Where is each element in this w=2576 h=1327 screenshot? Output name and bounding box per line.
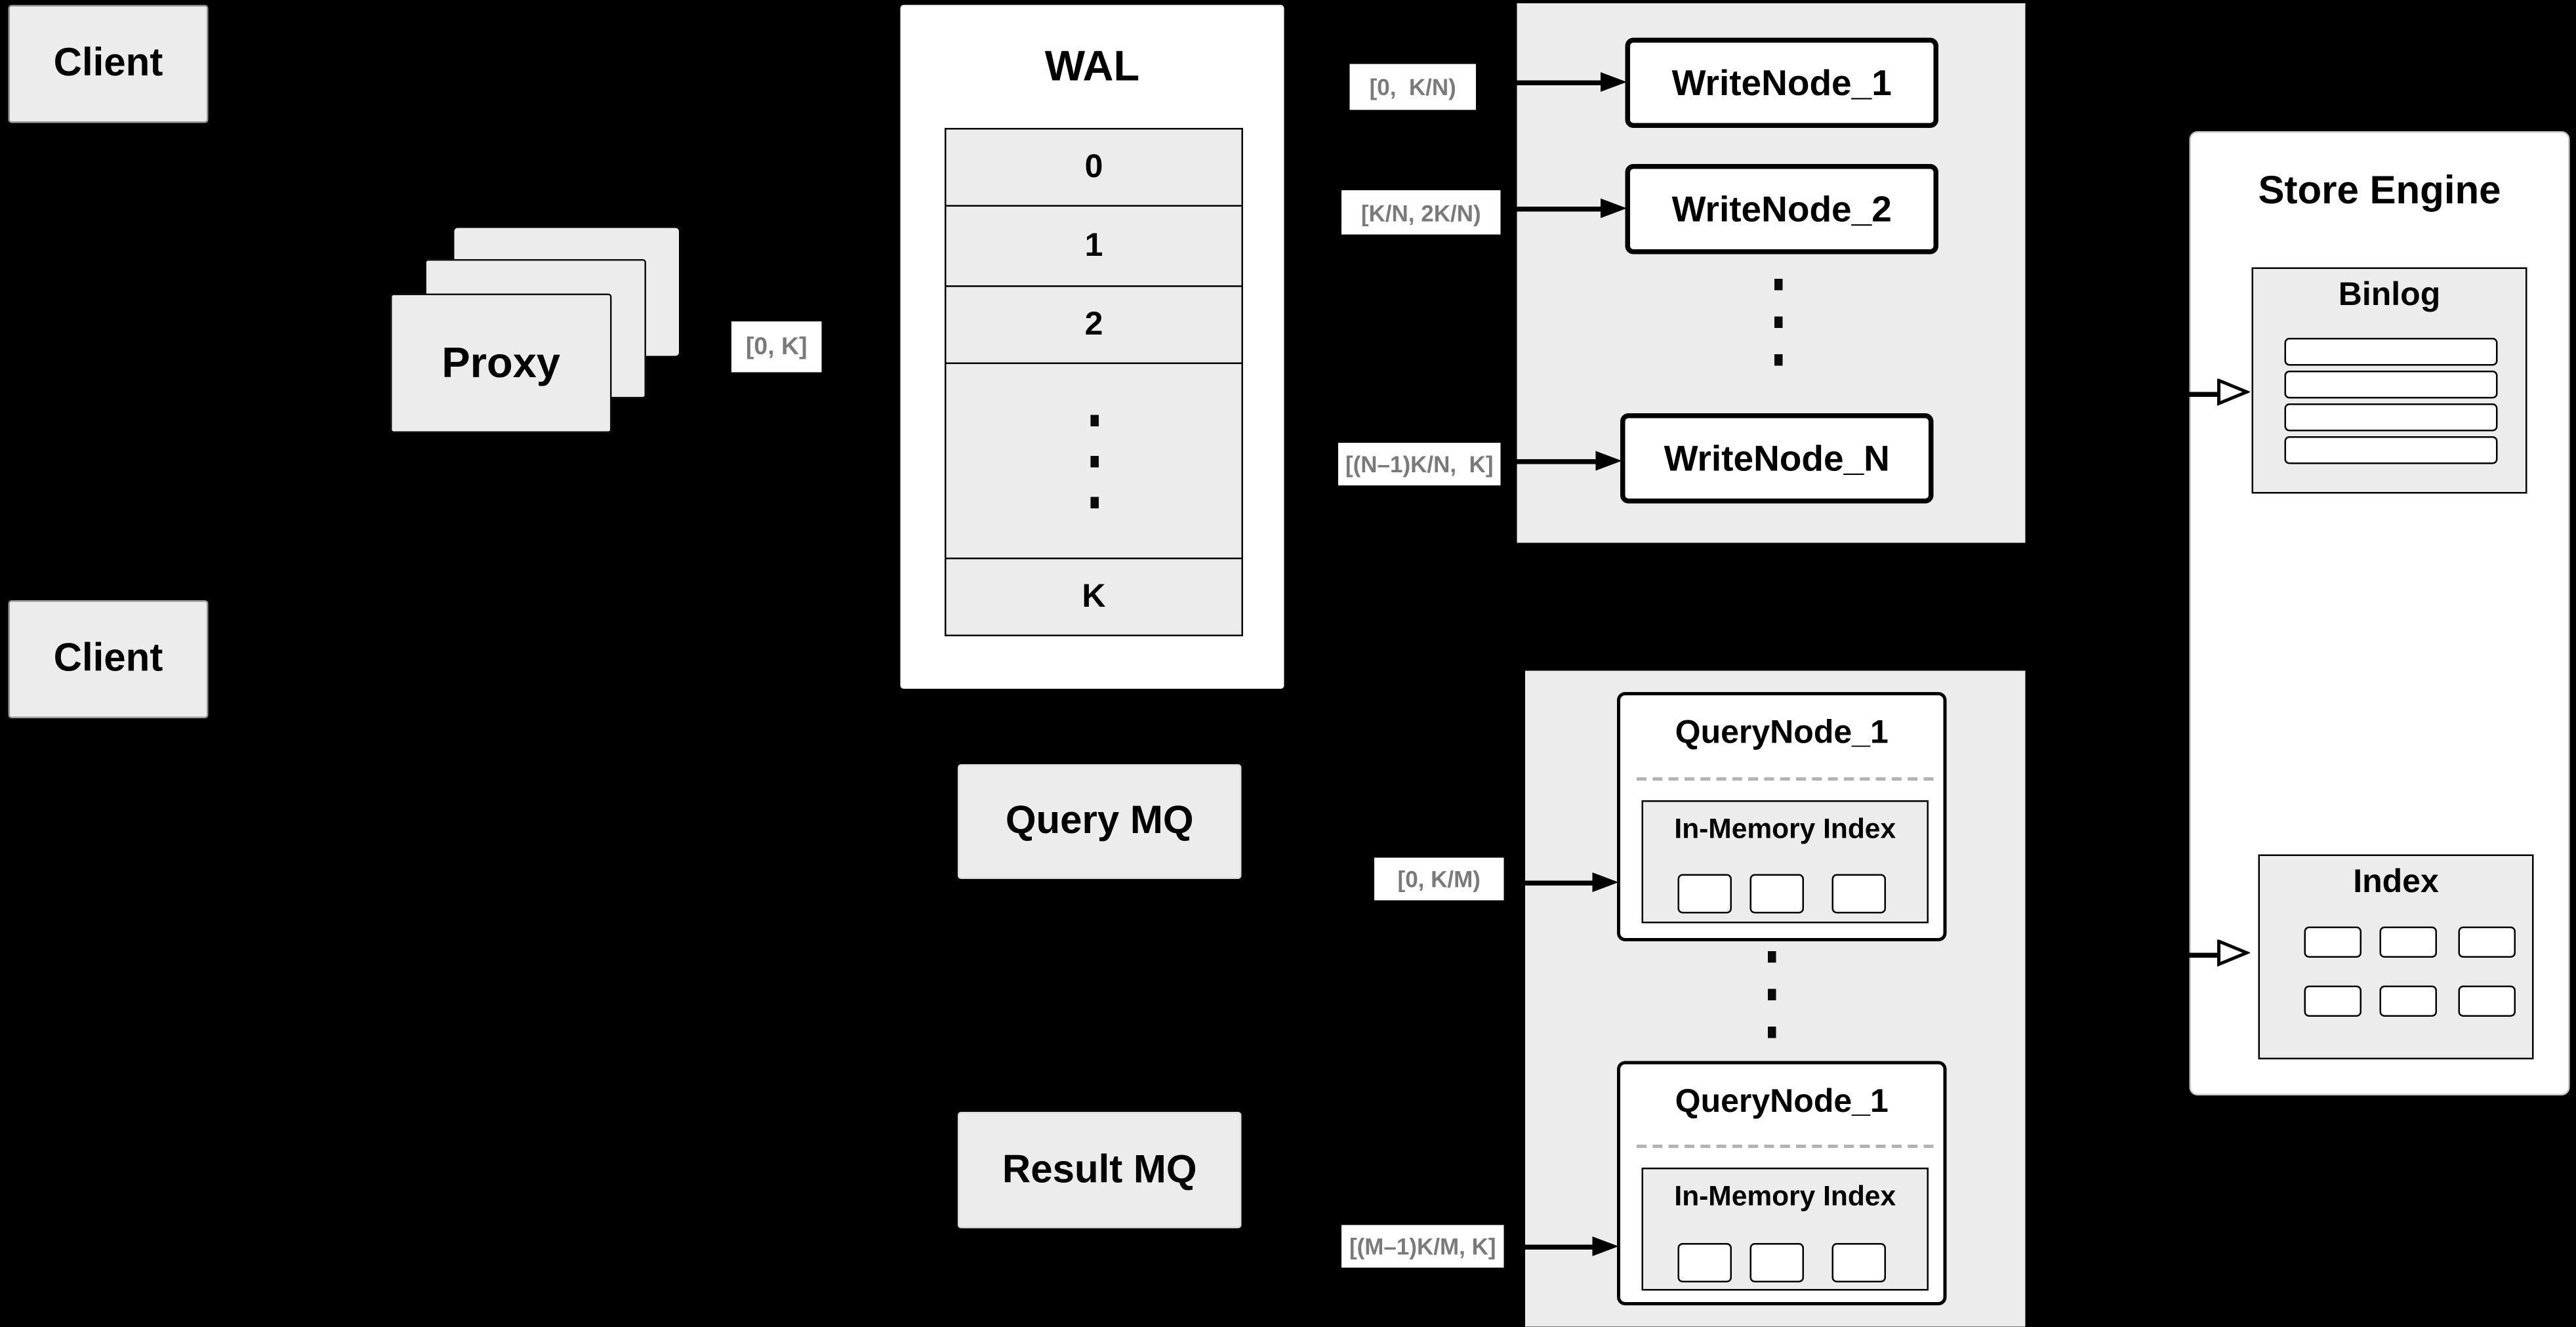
arrow-line-querynode-top (1503, 880, 1594, 885)
query-node-top-title: QueryNode_1 (1675, 715, 1889, 751)
write-node-2: WriteNode_2 (1625, 164, 1938, 255)
in-memory-index-top-title: In-Memory Index (1674, 813, 1896, 845)
in-memory-index-top: In-Memory Index (1641, 800, 1929, 924)
client-box-top: Client (8, 5, 209, 123)
binlog-row (2284, 371, 2498, 399)
dashed-separator (1637, 1145, 1934, 1148)
index-square (2304, 985, 2361, 1017)
segment-square (1677, 874, 1732, 914)
wal-row-ellipsis (946, 364, 1242, 560)
ellipsis-dot (1768, 989, 1776, 1000)
result-mq-box: Result MQ (958, 1112, 1242, 1229)
arrow-line-binlog (2175, 392, 2220, 396)
result-mq-label: Result MQ (1002, 1147, 1197, 1192)
store-engine-box: Store Engine Binlog Index (2189, 131, 2570, 1095)
query-mq-box: Query MQ (958, 764, 1242, 879)
client-bottom-label: Client (53, 636, 163, 681)
client-top-label: Client (53, 41, 163, 86)
range-chip-m1km-k: [(M–1)K/M, K] (1341, 1225, 1504, 1268)
write-node-n-label: WriteNode_N (1664, 437, 1890, 478)
arrow-head-writenode-2 (1601, 198, 1627, 218)
index-square (2379, 985, 2437, 1017)
ellipsis-dot (1774, 279, 1783, 291)
query-node-top: QueryNode_1 In-Memory Index (1617, 692, 1947, 941)
ellipsis-dot (1768, 951, 1776, 963)
dashed-separator (1637, 777, 1934, 781)
segment-square (1677, 1243, 1732, 1282)
write-node-2-label: WriteNode_2 (1671, 188, 1892, 229)
segment-square (1831, 874, 1886, 914)
range-chip-0-k: [0, K] (731, 321, 822, 373)
write-nodes-ellipsis (1774, 279, 1783, 366)
arrow-head-querynode-bottom (1592, 1236, 1619, 1256)
index-square (2458, 926, 2516, 958)
ellipsis-dot (1774, 316, 1783, 328)
query-node-bottom-title: QueryNode_1 (1675, 1084, 1889, 1120)
binlog-box: Binlog (2251, 267, 2527, 494)
query-mq-label: Query MQ (1005, 798, 1194, 844)
segment-square (1749, 874, 1804, 914)
proxy-card-front: Proxy (390, 293, 612, 433)
wal-row-2: 2 (946, 287, 1242, 364)
wal-table: 0 1 2 K (945, 128, 1243, 636)
segment-square (1749, 1243, 1804, 1282)
ellipsis-dot (1768, 1027, 1776, 1038)
binlog-row (2284, 436, 2498, 464)
write-node-n: WriteNode_N (1620, 413, 1934, 504)
in-memory-index-bottom: In-Memory Index (1641, 1168, 1929, 1291)
index-square (2379, 926, 2437, 958)
binlog-row (2284, 338, 2498, 366)
wal-row-k: K (1082, 579, 1106, 615)
arrow-line-writenode-n (1500, 459, 1597, 464)
proxy-label: Proxy (441, 338, 561, 387)
arrow-line-querynode-bottom (1503, 1244, 1594, 1249)
client-box-bottom: Client (8, 600, 209, 718)
arrow-head-writenode-1 (1601, 72, 1627, 92)
range-chip-n1kn-k: [(N–1)K/N, K] (1338, 443, 1501, 485)
wal-box: WAL 0 1 2 K (899, 3, 1286, 691)
arrow-head-querynode-top (1592, 872, 1619, 892)
in-memory-index-bottom-title: In-Memory Index (1674, 1181, 1896, 1212)
arrow-head-writenode-n (1595, 451, 1622, 471)
write-nodes-panel: WriteNode_1 WriteNode_2 WriteNode_N (1517, 3, 2026, 543)
open-arrow-head-index (2217, 939, 2250, 967)
wal-title: WAL (1044, 41, 1140, 91)
binlog-row (2284, 403, 2498, 432)
wal-row-0: 0 (946, 130, 1242, 207)
ellipsis-dot (1090, 455, 1098, 467)
index-title: Index (2353, 864, 2439, 901)
store-engine-title: Store Engine (2258, 169, 2501, 214)
range-chip-kn-2kn: [K/N, 2K/N) (1341, 190, 1501, 235)
query-node-bottom: QueryNode_1 In-Memory Index (1617, 1061, 1947, 1305)
query-nodes-ellipsis (1768, 951, 1776, 1038)
query-nodes-panel: QueryNode_1 In-Memory Index QueryNode_1 … (1525, 670, 2026, 1327)
ellipsis-dot (1774, 354, 1783, 366)
wal-row-1: 1 (946, 207, 1242, 287)
index-box: Index (2258, 854, 2534, 1059)
binlog-title: Binlog (2338, 277, 2441, 314)
segment-square (1831, 1243, 1886, 1282)
write-node-1-label: WriteNode_1 (1671, 61, 1892, 103)
index-square (2304, 926, 2361, 958)
arrow-line-writenode-2 (1500, 207, 1603, 211)
ellipsis-dot (1090, 496, 1098, 508)
index-square (2458, 985, 2516, 1017)
open-arrow-head-binlog (2217, 378, 2250, 406)
arrow-line-writenode-1 (1476, 80, 1603, 85)
ellipsis-dot (1090, 414, 1098, 426)
range-chip-0-kn: [0, K/N) (1349, 64, 1476, 110)
arrow-line-index (2175, 952, 2220, 957)
range-chip-0-km: [0, K/M) (1374, 857, 1504, 901)
write-node-1: WriteNode_1 (1625, 37, 1938, 128)
